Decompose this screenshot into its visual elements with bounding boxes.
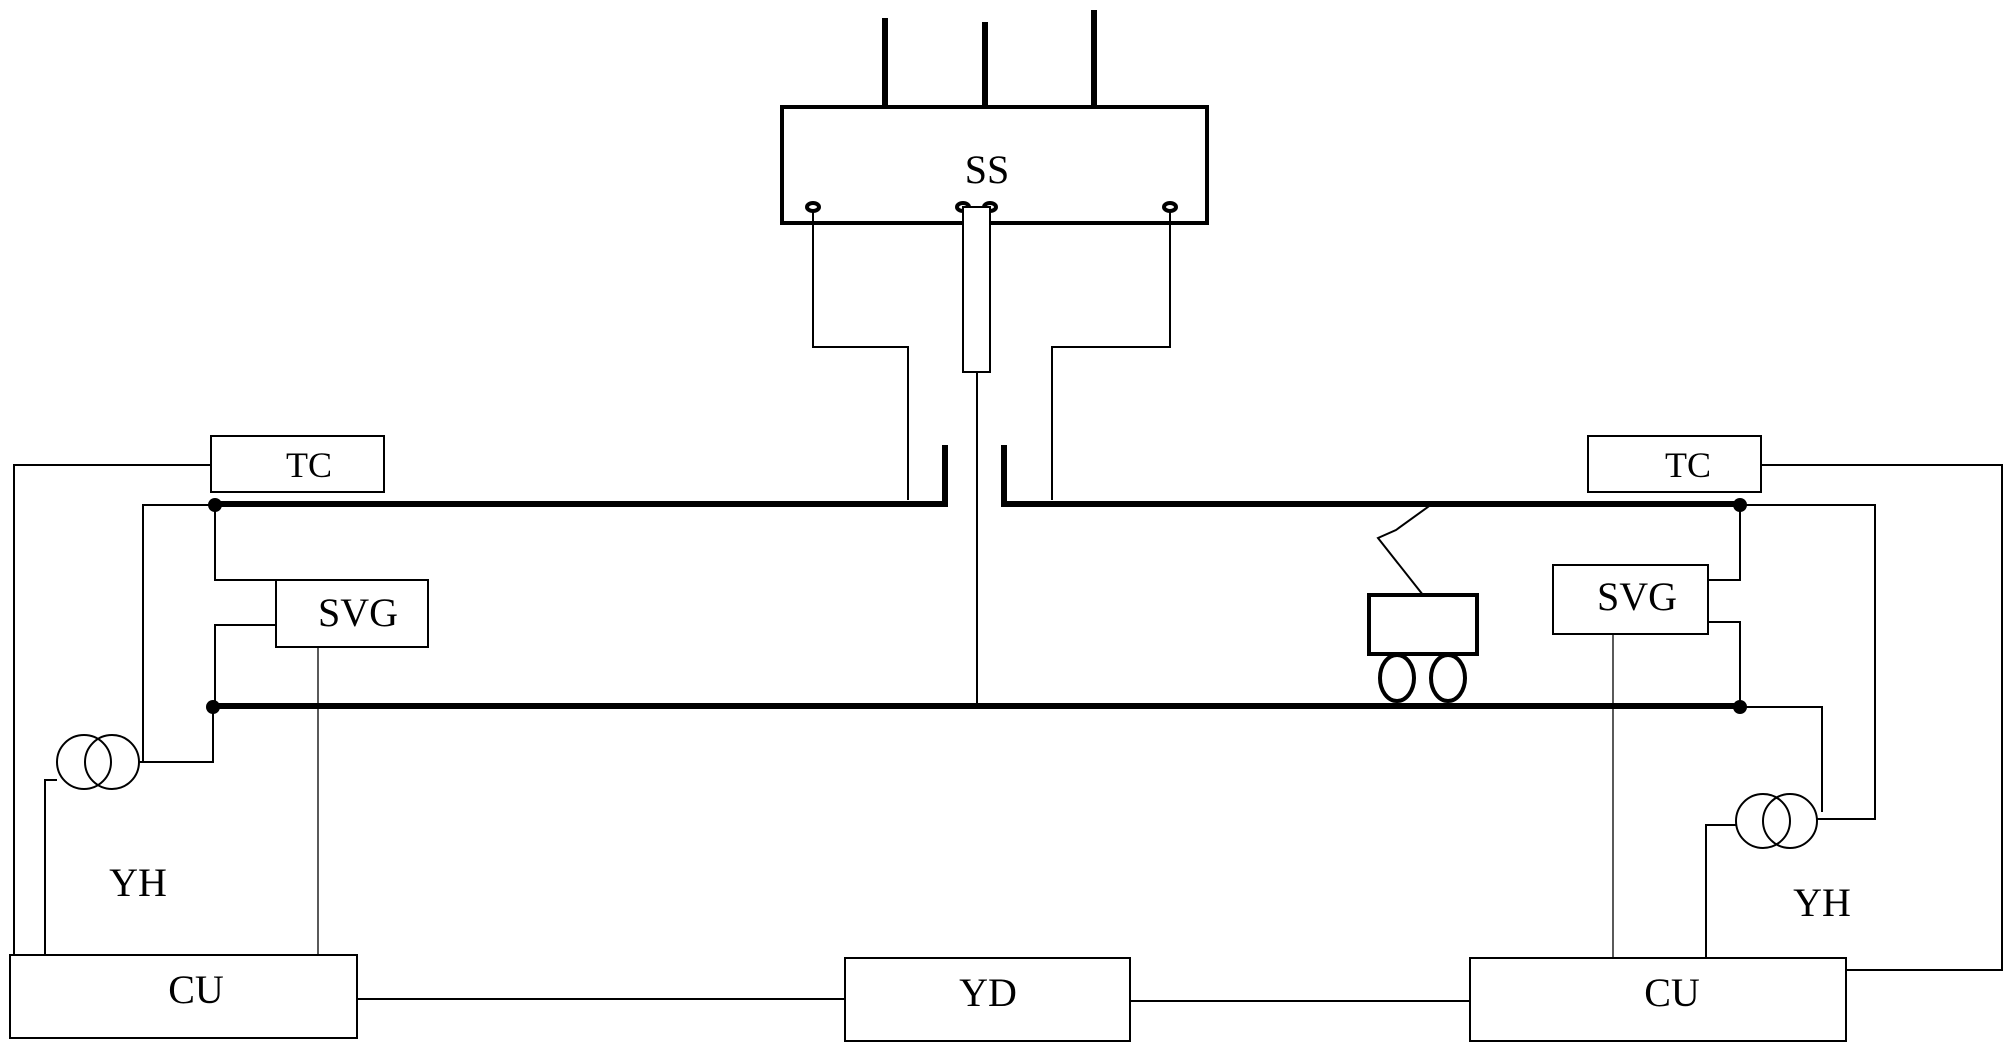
substation-ss: SS (782, 107, 1207, 223)
svg-right-rail-wire (1708, 622, 1740, 707)
cu-left: CU (10, 955, 357, 1038)
yh-right-transformer-icon (1736, 794, 1817, 848)
svg-left-label: SVG (318, 590, 398, 635)
svg-left-rail-wire (215, 625, 276, 707)
yh-left-label: YH (109, 860, 167, 905)
cu-right-label: CU (1644, 970, 1700, 1015)
yd-label: YD (959, 970, 1017, 1015)
cu-right: CU (1470, 958, 1846, 1041)
tc-left-label: TC (286, 445, 332, 485)
yh-right-to-cu-wire (1706, 825, 1736, 958)
cu-left-label: CU (168, 967, 224, 1012)
svg-right-catenary-wire (1708, 505, 1740, 580)
svg-right-label: SVG (1597, 574, 1677, 619)
yh-left-to-cu-wire (45, 780, 57, 955)
yh-right-catenary-wire (1740, 505, 1875, 819)
tc-left: TC (211, 436, 384, 492)
yh-left-transformer-icon (57, 735, 139, 789)
svg-left: SVG (276, 580, 428, 647)
tc-right: TC (1588, 436, 1761, 492)
yh-left-catenary-wire (139, 505, 215, 762)
substation-label: SS (965, 147, 1010, 192)
yd: YD (845, 958, 1130, 1041)
svg-right: SVG (1553, 565, 1708, 634)
tc-right-label: TC (1665, 445, 1711, 485)
yh-left-rail-wire (139, 707, 213, 762)
ss-feeders (813, 207, 1170, 706)
yh-right-label: YH (1793, 880, 1851, 925)
svg-left-catenary-wire (215, 505, 276, 580)
locomotive-icon (1369, 504, 1477, 701)
